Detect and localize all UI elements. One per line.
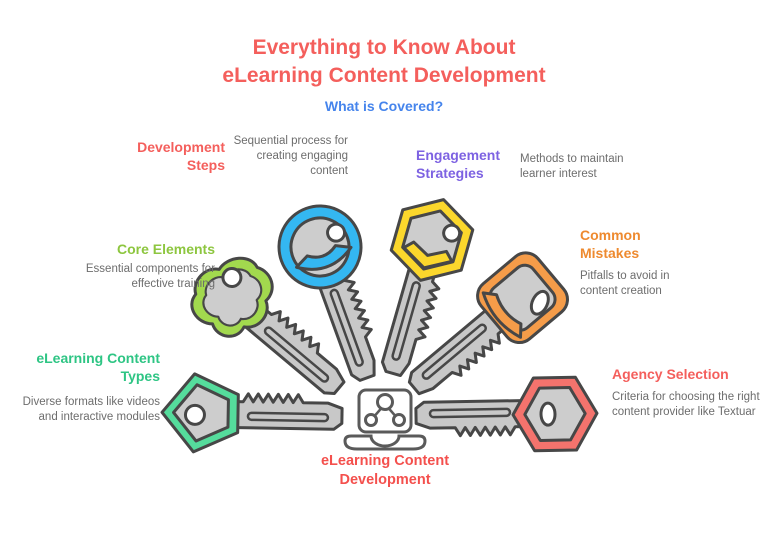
topic-desc-development-steps: Sequential process for creating engaging… (233, 135, 348, 177)
page-subtitle: What is Covered? (324, 98, 444, 114)
topic-title-common-mistakes: Common Mistakes (580, 227, 641, 261)
page-title-line2: eLearning Content Development (222, 64, 546, 87)
topic-title-engagement-strategies: Engagement Strategies (416, 147, 501, 181)
orange-square-key-icon (350, 236, 584, 453)
topic-desc-common-mistakes: Pitfalls to avoid in content creation (580, 270, 670, 297)
topic-title-agency-selection: Agency Selection (612, 366, 729, 382)
red-hexagon-key-icon (369, 368, 601, 462)
laptop-share-icon (343, 387, 427, 453)
topic-title-core-elements: Core Elements (116, 241, 215, 257)
header: Everything to Know About eLearning Conten… (0, 34, 768, 90)
topic-desc-elearning-content-types: Diverse formats like videos and interact… (22, 396, 160, 423)
topic-desc-engagement-strategies: Methods to maintain learner interest (520, 153, 624, 180)
page-title-line1: Everything to Know About (252, 36, 516, 59)
yellow-hexagon-key-icon (338, 184, 488, 430)
green-trefoil-key-icon (170, 235, 404, 452)
topic-title-elearning-content-types: eLearning Content Types (36, 350, 160, 384)
topic-title-development-steps: Development Steps (137, 139, 225, 173)
blue-round-key-icon (262, 189, 425, 436)
topic-desc-core-elements: Essential components for effective train… (85, 263, 215, 290)
topic-desc-agency-selection: Criteria for choosing the right content … (612, 391, 760, 418)
center-label: eLearning Content Development (320, 453, 450, 488)
page-title: Everything to Know About eLearning Conten… (0, 34, 768, 90)
mint-pentagon-key-icon (157, 367, 389, 461)
